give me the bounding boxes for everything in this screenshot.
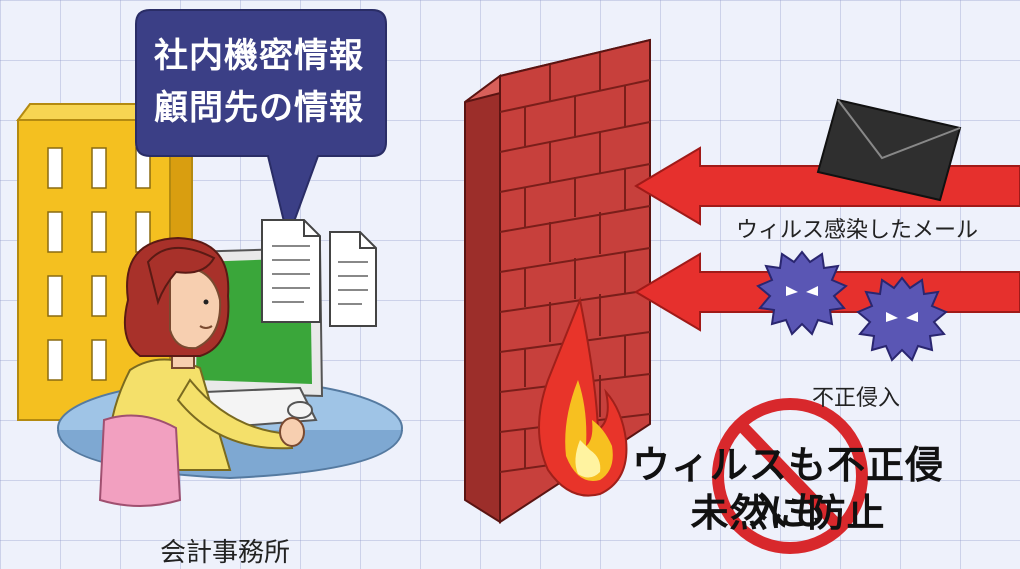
- virus-icon: [756, 250, 848, 336]
- virus-icon: [856, 276, 948, 362]
- fire-icon: [538, 296, 628, 497]
- bubble-line-1: 社内機密情報: [154, 36, 364, 76]
- prohibited-icon: [712, 398, 868, 554]
- office-caption: 会計事務所: [160, 538, 291, 568]
- document-icon: [261, 219, 377, 327]
- mail-threat-label: ウィルス感染したメール: [736, 218, 979, 243]
- intrusion-threat-label: 不正侵入: [812, 386, 901, 411]
- slogan-line-2: 未然に防止: [690, 491, 886, 535]
- speech-bubble: [135, 9, 387, 242]
- bubble-line-2: 顧問先の情報: [154, 88, 364, 128]
- envelope-icon: [816, 98, 962, 202]
- firewall-wall: [464, 38, 651, 524]
- slogan-line-1: ウィルスも不正侵入も: [631, 443, 944, 533]
- chair: [98, 414, 182, 507]
